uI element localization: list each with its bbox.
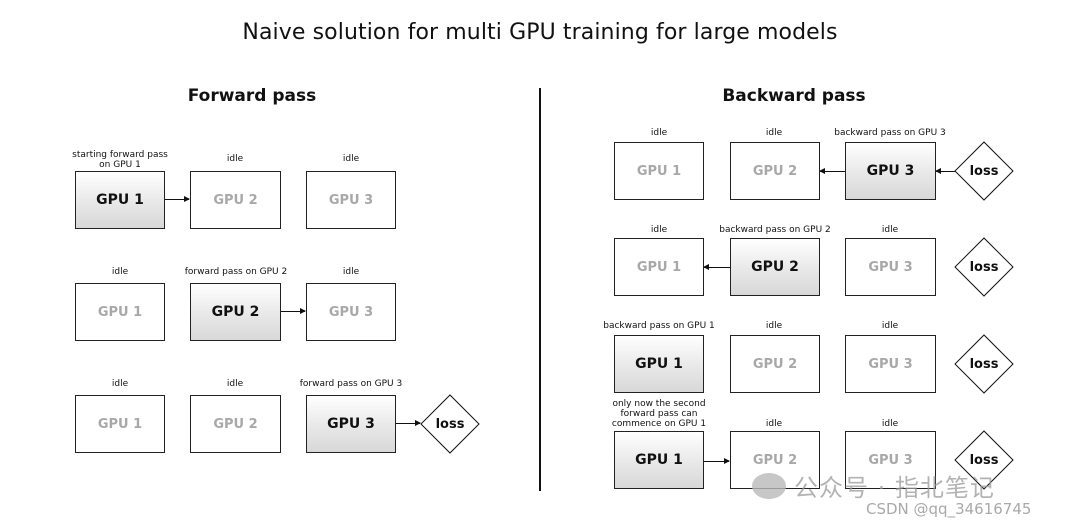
b4-gpu3-box: GPU 3: [845, 431, 936, 489]
b1-gpu1-box: GPU 1: [614, 142, 704, 200]
f1-gpu3-box: GPU 3: [306, 171, 396, 229]
b1-label-gpu2: idle: [765, 128, 783, 138]
wechat-logo-icon: [752, 473, 786, 499]
b3-label-gpu2: idle: [765, 321, 783, 331]
f2-arrow-2-3: [281, 308, 306, 314]
b1-loss-node: loss: [954, 141, 1014, 201]
f2-gpu1-box: GPU 1: [75, 283, 165, 341]
f2-gpu2-box: GPU 2: [190, 283, 281, 341]
b4-label-gpu2: idle: [765, 419, 783, 429]
b1-gpu3-box: GPU 3: [845, 142, 936, 200]
section-divider: [539, 88, 541, 491]
f3-arrow-3-loss: [396, 420, 421, 426]
diagram-title: Naive solution for multi GPU training fo…: [242, 20, 838, 45]
b1-arrow-3-2: [819, 168, 845, 174]
watermark-text: 公众号 · 指北笔记: [794, 474, 995, 502]
f3-label-gpu3: forward pass on GPU 3: [299, 379, 403, 389]
b3-label-gpu3: idle: [881, 321, 899, 331]
b3-gpu3-box: GPU 3: [845, 335, 936, 393]
f2-gpu3-box: GPU 3: [306, 283, 396, 341]
b4-loss-node: loss: [954, 430, 1014, 490]
b2-label-gpu3: idle: [881, 225, 899, 235]
b1-label-gpu1: idle: [650, 128, 668, 138]
b2-loss-node: loss: [954, 237, 1014, 297]
f3-gpu1-box: GPU 1: [75, 395, 165, 453]
f2-label-gpu1: idle: [111, 267, 129, 277]
f1-gpu1-box: GPU 1: [75, 171, 165, 229]
b3-label-gpu1: backward pass on GPU 1: [603, 321, 715, 331]
f1-arrow-1-2: [165, 196, 190, 202]
f3-gpu3-box: GPU 3: [306, 395, 396, 453]
b1-gpu2-box: GPU 2: [730, 142, 820, 200]
forward-pass-title: Forward pass: [187, 86, 317, 106]
b2-gpu1-box: GPU 1: [614, 238, 704, 296]
loss-label: loss: [969, 163, 999, 179]
b2-label-gpu1: idle: [650, 225, 668, 235]
b3-gpu1-box: GPU 1: [614, 335, 704, 393]
b4-gpu1-box: GPU 1: [614, 431, 704, 489]
loss-label: loss: [435, 416, 465, 432]
f1-label-gpu3: idle: [342, 154, 360, 164]
f1-label-gpu1: starting forward pass on GPU 1: [72, 150, 168, 170]
f3-loss-node: loss: [420, 394, 480, 454]
loss-label: loss: [969, 452, 999, 468]
f3-label-gpu2: idle: [226, 379, 244, 389]
b4-label-gpu3: idle: [881, 419, 899, 429]
b2-arrow-2-1: [703, 264, 730, 270]
b4-arrow-1-2: [704, 458, 730, 464]
f2-label-gpu3: idle: [342, 267, 360, 277]
b4-label-gpu1: only now the second forward pass can com…: [611, 399, 707, 429]
b1-arrow-loss-3: [935, 168, 956, 174]
b1-label-gpu3: backward pass on GPU 3: [834, 128, 946, 138]
csdn-watermark: CSDN @qq_34616745: [866, 500, 1032, 518]
backward-pass-title: Backward pass: [722, 86, 866, 106]
b2-gpu3-box: GPU 3: [845, 238, 936, 296]
f3-gpu2-box: GPU 2: [190, 395, 281, 453]
b3-gpu2-box: GPU 2: [730, 335, 820, 393]
f1-gpu2-box: GPU 2: [190, 171, 281, 229]
f2-label-gpu2: forward pass on GPU 2: [184, 267, 288, 277]
f1-label-gpu2: idle: [226, 154, 244, 164]
b2-label-gpu2: backward pass on GPU 2: [719, 225, 831, 235]
f3-label-gpu1: idle: [111, 379, 129, 389]
b2-gpu2-box: GPU 2: [730, 238, 820, 296]
loss-label: loss: [969, 259, 999, 275]
loss-label: loss: [969, 356, 999, 372]
b3-loss-node: loss: [954, 334, 1014, 394]
